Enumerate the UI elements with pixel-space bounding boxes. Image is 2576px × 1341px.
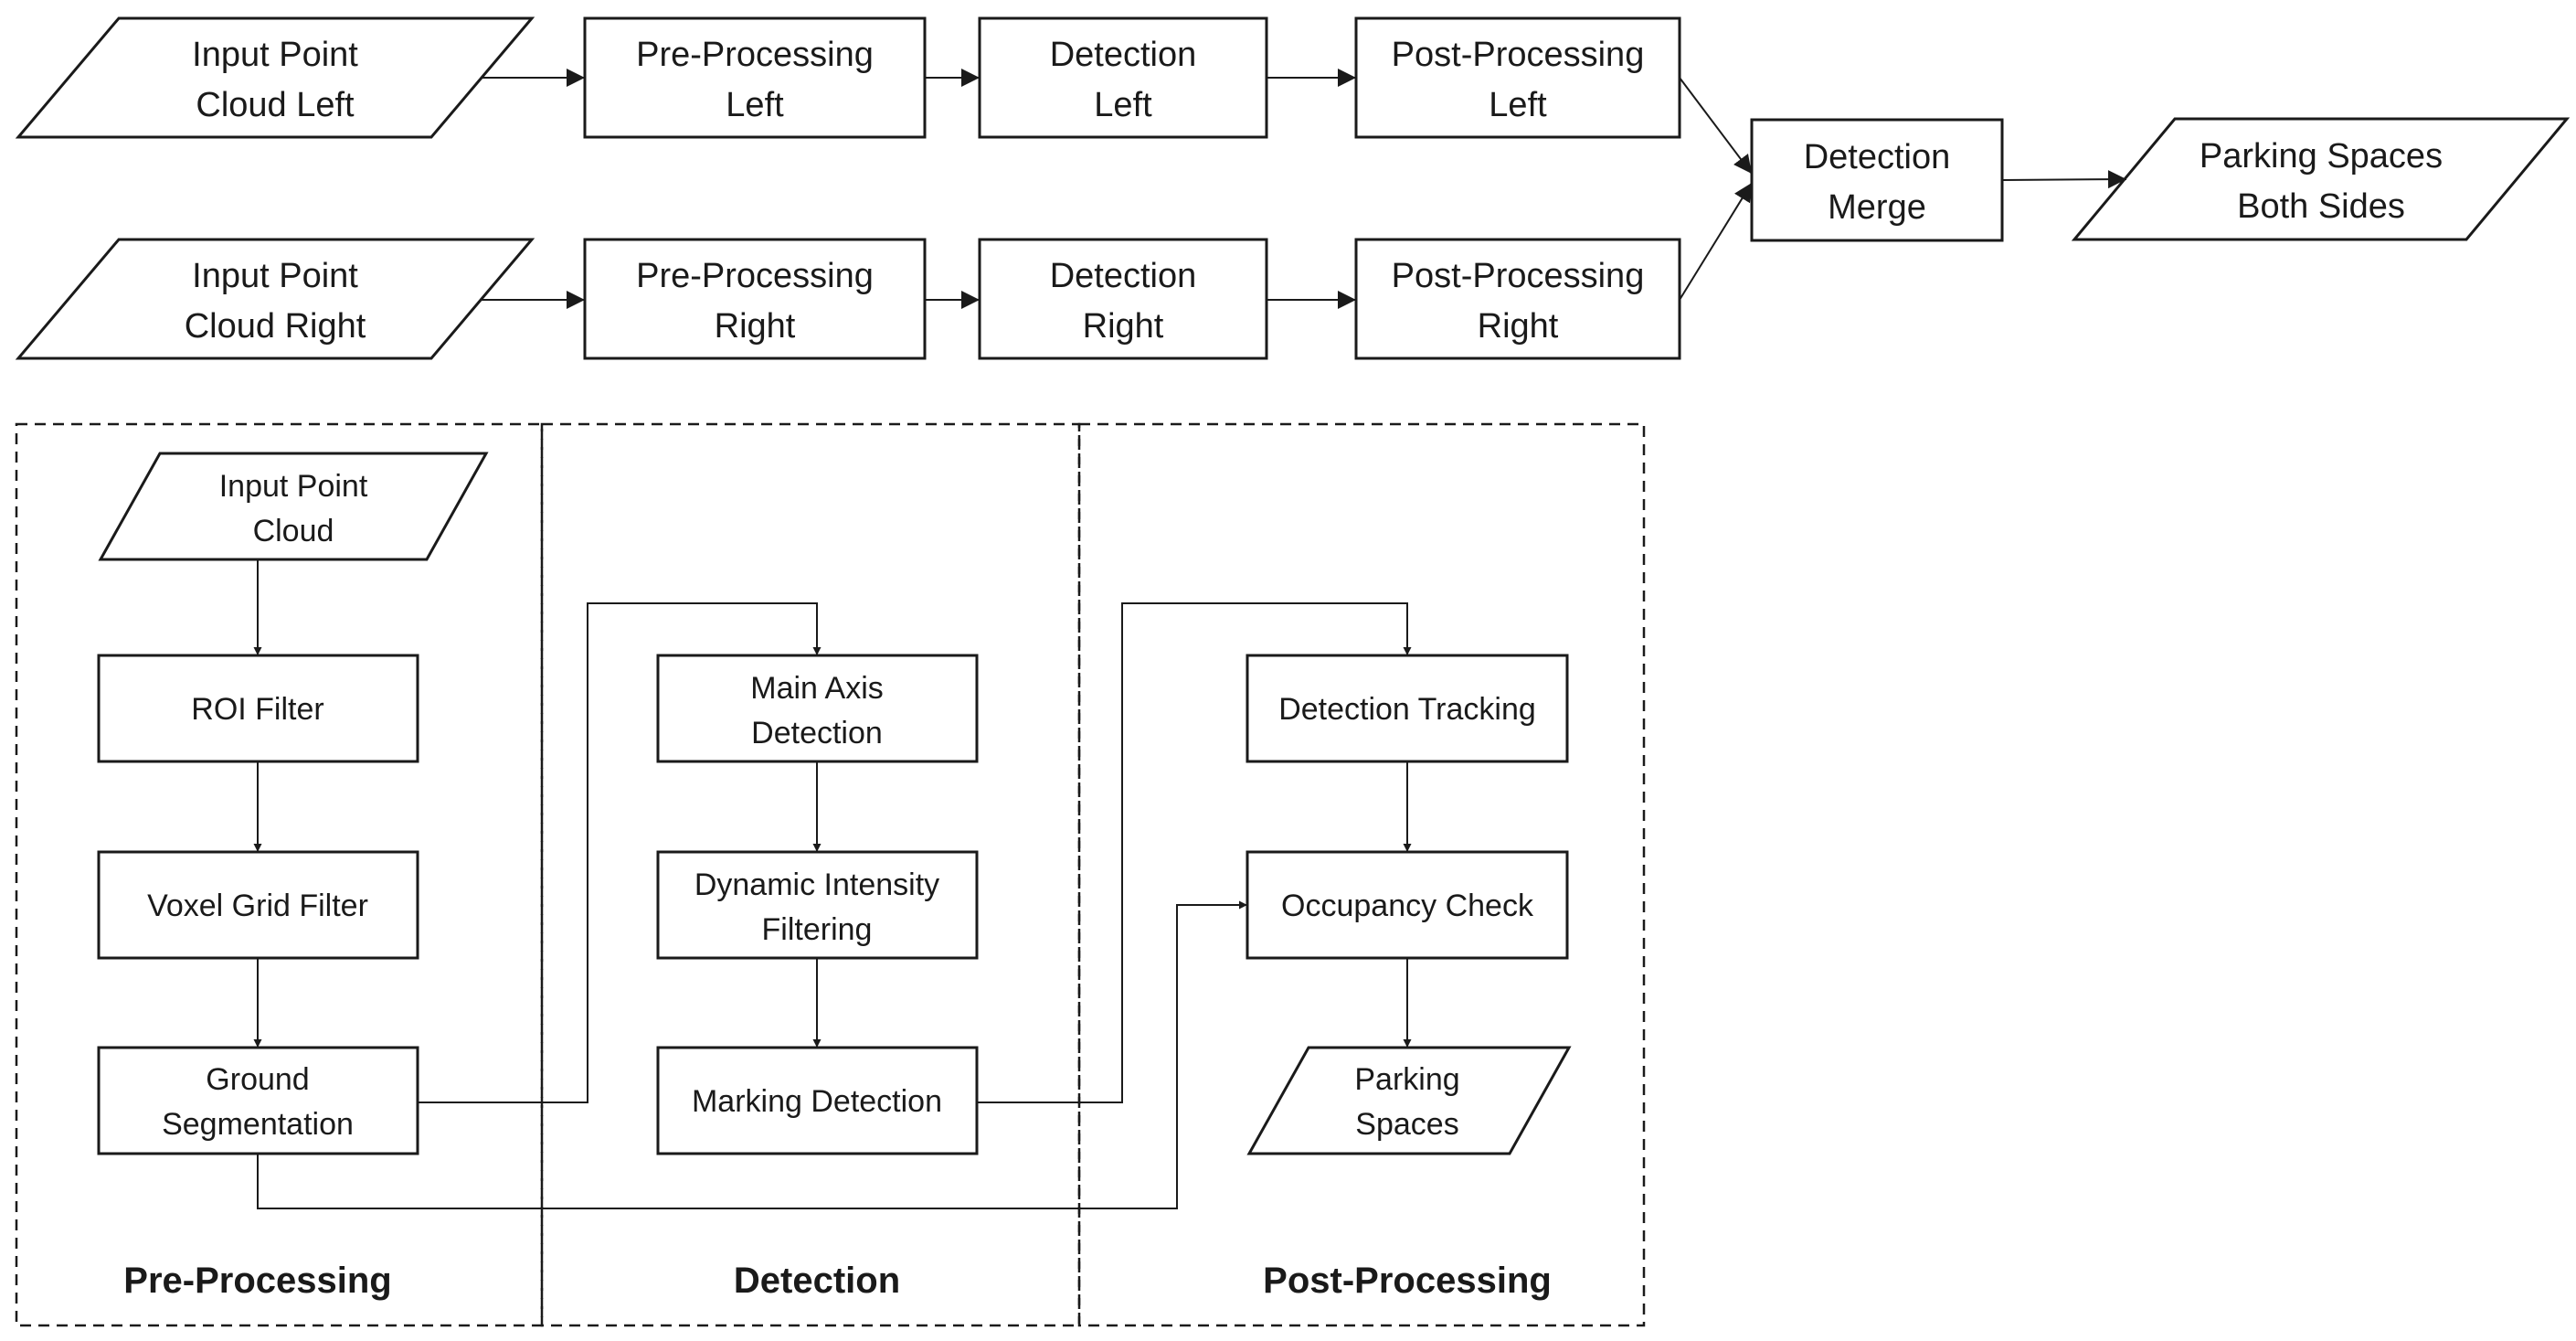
input-point-cloud-left-node: Input Point Cloud Left [15,16,535,139]
detection-section [540,422,1081,1327]
marking-detection-label: Marking Detection [692,1084,942,1119]
preprocessing-section [15,422,544,1327]
preproc-left-line1: Pre-Processing [636,36,874,74]
detect-left-line1: Detection [1050,36,1197,74]
ground-segmentation-node: Ground Segmentation [97,1046,419,1155]
detail-input-line2: Cloud [253,514,334,548]
ground-seg-line2: Segmentation [162,1107,354,1142]
arrow-postproc-left-to-merge [1679,77,1753,175]
roi-filter-node: ROI Filter [97,654,419,763]
postproc-left-line1: Post-Processing [1392,36,1645,74]
occupancy-check-node: Occupancy Check [1246,850,1569,960]
output-line2: Both Sides [2237,187,2405,226]
roi-filter-label: ROI Filter [191,692,323,727]
detail-parking-spaces-node: Parking Spaces [1246,1046,1572,1155]
preprocessing-right-node: Pre-Processing Right [583,238,927,360]
postproc-right-line2: Right [1478,307,1559,346]
preproc-right-line2: Right [715,307,796,346]
detection-merge-node: Detection Merge [1750,118,2004,242]
preproc-right-line1: Pre-Processing [636,257,874,295]
preprocessing-title: Pre-Processing [123,1261,391,1301]
input-right-line2: Cloud Right [185,307,366,346]
arrow-ground-to-main-axis [418,602,822,1103]
detection-right-node: Detection Right [978,238,1268,360]
postproc-left-line2: Left [1489,86,1547,124]
postprocessing-section [1077,422,1646,1327]
main-axis-line2: Detection [751,716,883,750]
main-axis-detection-node: Main Axis Detection [656,654,979,763]
ground-seg-line1: Ground [206,1062,309,1097]
detection-tracking-node: Detection Tracking [1246,654,1569,763]
arrow-postproc-right-to-merge [1679,182,1753,301]
voxel-grid-filter-node: Voxel Grid Filter [97,850,419,960]
output-line1: Parking Spaces [2200,137,2443,176]
detail-input-line1: Input Point [219,469,368,504]
arrow-ground-to-occupancy [257,900,1247,1209]
preproc-left-line2: Left [726,86,784,124]
merge-line2: Merge [1828,188,1926,227]
detection-title: Detection [734,1261,900,1301]
detect-right-line1: Detection [1050,257,1197,295]
postproc-right-line1: Post-Processing [1392,257,1645,295]
postprocessing-left-node: Post-Processing Left [1354,16,1681,139]
detect-left-line2: Left [1094,86,1152,124]
input-right-line1: Input Point [192,257,358,295]
input-point-cloud-right-node: Input Point Cloud Right [15,238,535,360]
intensity-line1: Dynamic Intensity [694,867,939,902]
dynamic-intensity-filtering-node: Dynamic Intensity Filtering [656,850,979,960]
input-left-line1: Input Point [192,36,358,74]
detect-right-line2: Right [1083,307,1164,346]
arrow-marking-to-tracking [977,602,1412,1103]
postprocessing-right-node: Post-Processing Right [1354,238,1681,360]
voxel-grid-filter-label: Voxel Grid Filter [147,889,368,923]
intensity-line2: Filtering [762,912,873,947]
input-left-line2: Cloud Left [196,86,355,124]
preprocessing-left-node: Pre-Processing Left [583,16,927,139]
detail-output-line2: Spaces [1355,1107,1458,1142]
postprocessing-title: Post-Processing [1263,1261,1552,1301]
merge-line1: Detection [1804,138,1951,176]
occupancy-check-label: Occupancy Check [1281,889,1534,923]
detail-output-line1: Parking [1354,1062,1459,1097]
arrow-merge-to-output [2001,170,2127,189]
detection-left-node: Detection Left [978,16,1268,139]
marking-detection-node: Marking Detection [656,1046,979,1155]
detection-tracking-label: Detection Tracking [1278,692,1536,727]
main-axis-line1: Main Axis [750,671,884,706]
parking-spaces-both-sides-node: Parking Spaces Both Sides [2071,117,2571,241]
detail-input-point-cloud-node: Input Point Cloud [98,452,489,561]
